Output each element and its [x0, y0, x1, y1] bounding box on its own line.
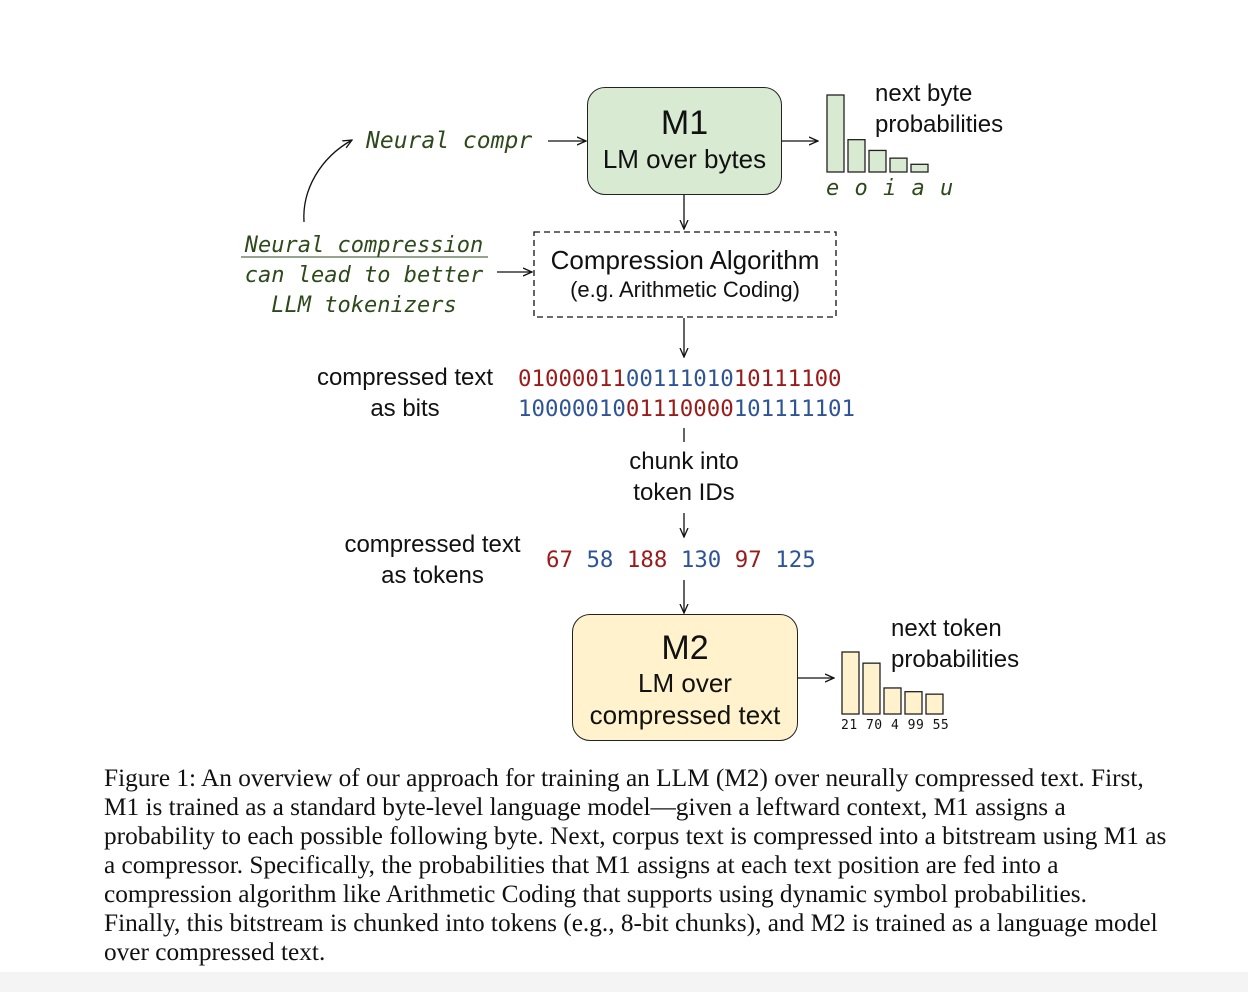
bits-label: compressed text as bits	[300, 362, 510, 424]
m2-box: M2 LM over compressed text	[572, 614, 798, 741]
bitstream-row-1: 010000110011101010111100	[518, 364, 855, 394]
m1-subtitle: LM over bytes	[602, 144, 767, 174]
token-probability-bar	[925, 693, 944, 715]
figure-caption: Figure 1: An overview of our approach fo…	[104, 764, 1167, 966]
note-line1: Neural compression	[244, 233, 484, 258]
token-id: 130	[680, 547, 722, 573]
token-id: 125	[775, 547, 816, 573]
bits-label-line2: as bits	[370, 395, 440, 422]
tokens-label-line2: as tokens	[381, 562, 484, 589]
token-probability-bar	[841, 651, 860, 715]
next-byte-title: next byte probabilities	[875, 78, 1003, 140]
tokenizer-note: Neural compression can lead to better LL…	[234, 231, 494, 321]
bit-chunk: 00111010	[625, 366, 734, 392]
next-token-title: next token probabilities	[891, 613, 1019, 675]
m1-title: M1	[660, 104, 709, 142]
next-byte-line1: next byte	[875, 80, 973, 107]
token-id: 67	[546, 547, 573, 573]
tokens-label-line1: compressed text	[344, 531, 521, 558]
m2-line2: compressed text	[589, 700, 781, 730]
compression-title: Compression Algorithm	[550, 245, 820, 275]
compression-box: Compression Algorithm (e.g. Arithmetic C…	[534, 244, 836, 304]
bitstream: 010000110011101010111100 100000100111000…	[518, 364, 855, 424]
bitstream-row-2: 1000001001110000101111101	[518, 394, 855, 424]
byte-probability-bar	[847, 139, 866, 173]
compression-box-border	[533, 231, 837, 318]
chunk-line1: chunk into	[629, 448, 739, 475]
m2-title: M2	[661, 629, 709, 667]
token-id: 58	[586, 547, 614, 573]
m1-box: M1 LM over bytes	[587, 87, 782, 195]
token-id: 188	[626, 547, 668, 573]
bit-chunk: 01110000	[625, 396, 734, 422]
next-token-bars	[841, 651, 944, 715]
bit-chunk: 01000011	[518, 366, 626, 392]
note-line3: LLM tokenizers	[271, 293, 457, 318]
byte-probability-bar	[826, 94, 845, 173]
next-byte-bars	[826, 94, 929, 173]
token-probability-bar	[904, 691, 923, 715]
page-bottom-edge	[0, 972, 1248, 992]
chunk-label: chunk into token IDs	[584, 446, 784, 508]
next-byte-line2: probabilities	[875, 111, 1004, 138]
next-token-ids: 21 70 4 99 55	[841, 718, 950, 733]
tokens-label: compressed text as tokens	[330, 529, 535, 591]
curved-arrow-note	[303, 140, 352, 223]
token-probability-bar	[883, 687, 902, 715]
next-token-line1: next token	[891, 615, 1002, 642]
token-id-sequence: 67 58 188 130 97 125	[546, 545, 816, 575]
next-byte-letters: e o i a u	[826, 176, 955, 201]
chunk-line2: token IDs	[633, 479, 735, 506]
next-token-line2: probabilities	[891, 646, 1020, 673]
bit-chunk: 10111100	[733, 366, 842, 392]
byte-probability-bar	[868, 149, 887, 173]
token-probability-bar	[862, 662, 881, 715]
compression-subtitle: (e.g. Arithmetic Coding)	[570, 277, 800, 302]
neural-compr-label: Neural compr	[366, 128, 533, 154]
m2-line1: LM over	[638, 668, 732, 698]
note-line2: can lead to better	[244, 263, 484, 288]
bit-chunk: 10000010	[518, 396, 626, 422]
token-id: 97	[734, 547, 762, 573]
byte-probability-bar	[910, 163, 929, 173]
byte-probability-bar	[889, 157, 908, 173]
bit-chunk: 101111101	[733, 396, 856, 422]
bits-label-line1: compressed text	[316, 364, 494, 391]
